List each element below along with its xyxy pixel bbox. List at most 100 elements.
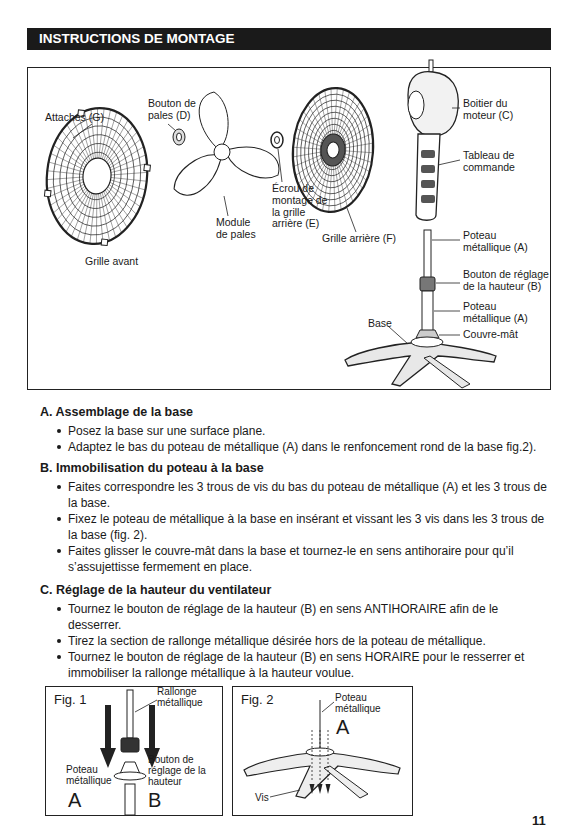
grille-spoke — [331, 162, 344, 210]
callout-letter: B — [148, 789, 178, 811]
leader-line — [135, 700, 157, 712]
grille-spoke — [52, 145, 91, 170]
bullet-dot — [57, 549, 61, 553]
grille-spoke — [336, 159, 361, 196]
grille-nut — [275, 137, 280, 144]
grille-clip — [101, 239, 108, 246]
illustration-frame — [28, 68, 551, 390]
callout-letter: A — [336, 716, 366, 738]
base-socket — [411, 337, 443, 347]
grille-ring — [319, 129, 347, 170]
part-label: Grille avant — [85, 256, 165, 268]
control-panel — [416, 134, 440, 220]
grille-spoke — [96, 188, 121, 237]
pole-lower — [125, 784, 135, 815]
grille-spoke — [341, 151, 373, 153]
bullet-dot — [57, 655, 61, 659]
front-grille — [40, 103, 156, 249]
base-leg — [424, 356, 470, 388]
instruction-text: Faites glisser le couvre-mât dans la bas… — [68, 543, 548, 575]
pole-outline — [320, 700, 321, 748]
instruction-text: Posez la base sur une surface plane. — [68, 423, 548, 439]
grille-spoke — [295, 153, 325, 177]
part-label: Bouton de pales (D) — [148, 98, 196, 122]
bullet-dot — [57, 445, 61, 449]
grille-spoke — [293, 147, 325, 149]
grille-spoke — [339, 107, 364, 144]
rear-hub — [320, 133, 346, 167]
grille-spoke — [101, 185, 136, 221]
grille-spoke — [103, 182, 142, 207]
grille-spoke — [335, 89, 343, 138]
bullet-dot — [57, 639, 61, 643]
leader-line — [439, 335, 460, 336]
leader-line — [168, 124, 176, 131]
screw-guide — [312, 730, 313, 782]
grille-ring — [40, 103, 154, 249]
fan-blade — [223, 135, 285, 188]
screw-guide — [328, 730, 329, 782]
blade-spinner — [177, 133, 182, 141]
grille-spoke — [83, 189, 94, 243]
blade-spinner — [173, 129, 185, 145]
leader-line — [347, 208, 356, 232]
grille-spoke — [341, 141, 373, 151]
height-knob — [420, 277, 435, 291]
screw — [310, 784, 315, 794]
part-label: Bouton de réglage de la hauteur — [148, 754, 210, 788]
base — [244, 752, 400, 798]
leader-line — [438, 160, 460, 165]
part-label: Poteau métallique (A) — [463, 301, 529, 325]
part-label: Écrou de montage de la grille arrière (E… — [272, 183, 338, 230]
grille-spoke — [328, 88, 336, 137]
grille-badge — [81, 157, 113, 196]
leader-line — [432, 240, 460, 241]
grille-spoke — [71, 186, 91, 238]
grille-spoke — [104, 123, 133, 168]
grille-spoke — [321, 90, 334, 138]
oscillation-knob — [429, 60, 433, 72]
grille-spoke — [294, 151, 325, 168]
leader-line — [270, 790, 300, 797]
grille-spoke — [341, 131, 372, 148]
pole-collar — [114, 772, 146, 780]
grille-ring — [310, 117, 355, 183]
bullet-dot — [57, 517, 61, 521]
rear-hub-hole — [326, 142, 339, 159]
grille-spoke — [77, 188, 93, 241]
part-label: Grille arrière (F) — [322, 233, 432, 245]
motor-face — [408, 91, 424, 119]
grille-spoke — [341, 122, 371, 146]
screw — [318, 784, 323, 794]
instruction-text: Tournez le bouton de réglage de la haute… — [68, 649, 548, 681]
bullet-dot — [57, 485, 61, 489]
grille-ring — [55, 122, 139, 230]
fan-blade — [199, 92, 228, 147]
grille-spoke — [293, 149, 325, 159]
pole-extension — [424, 230, 431, 278]
part-label: Couvre-mât — [463, 329, 543, 341]
grille-spoke — [57, 182, 89, 223]
base-leg — [324, 766, 368, 798]
callout-letter: A — [68, 789, 98, 811]
section-heading: A. Assemblage de la base — [40, 405, 545, 419]
control-button — [421, 165, 435, 173]
grille-spoke — [61, 184, 90, 229]
section-heading: C. Réglage de la hauteur du ventilateur — [40, 583, 545, 597]
screw — [326, 784, 331, 794]
part-label: Poteau métallique — [66, 764, 116, 786]
part-label: Bouton de réglage de la hauteur (B) — [463, 269, 549, 293]
grille-spoke — [337, 158, 365, 189]
grille-spoke — [329, 162, 332, 211]
part-label: Attaches (G) — [45, 112, 125, 124]
grille-spoke — [107, 168, 147, 179]
figure-title: Fig. 1 — [54, 692, 87, 707]
leader-line — [434, 311, 460, 312]
bullet-dot — [57, 607, 61, 611]
grille-spoke — [298, 155, 326, 186]
motor-housing — [408, 60, 458, 220]
grille-spoke — [337, 95, 355, 140]
section-heading: B. Immobilisation du poteau à la base — [40, 461, 545, 475]
grille-ring — [315, 123, 352, 177]
